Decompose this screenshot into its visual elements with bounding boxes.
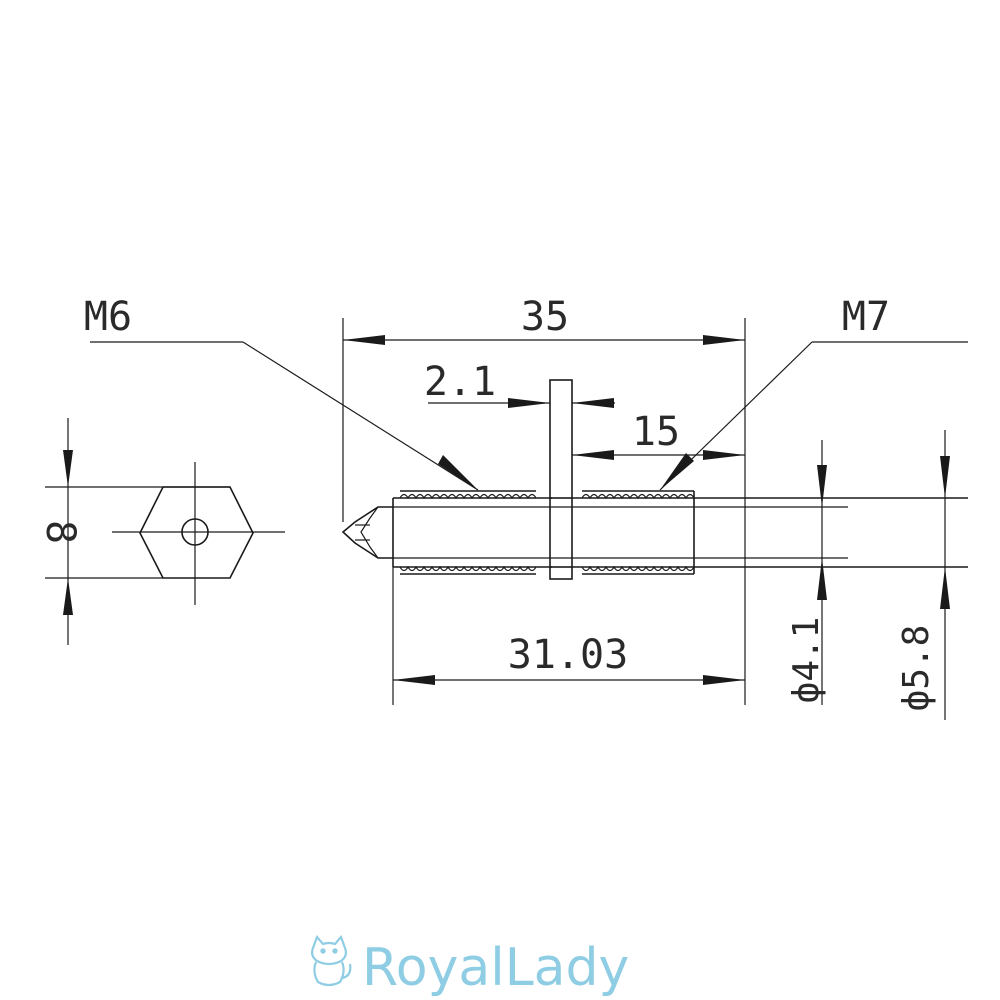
cat-icon (311, 934, 352, 987)
watermark: RoyalLady (311, 934, 629, 998)
dimension-15: 15 (572, 409, 745, 460)
total-length-label: 35 (521, 294, 569, 340)
dimension-outer-diameter: ф5.8 (896, 430, 950, 720)
dimension-inner-diameter: ф4.1 (786, 440, 827, 705)
leader-m6: M6 (84, 294, 479, 491)
m6-label: M6 (84, 294, 132, 340)
dimension-31-03: 31.03 (392, 567, 745, 705)
m7-label: M7 (842, 294, 890, 340)
dimension-35: 35 (342, 294, 746, 705)
outer-diameter-label: ф5.8 (896, 625, 937, 712)
dimension-2-1: 2.1 (424, 359, 615, 408)
hex-size-label: 8 (37, 520, 83, 544)
inner-diameter-label: ф4.1 (786, 617, 827, 704)
flange-width-label: 2.1 (424, 359, 496, 405)
body-length-label: 31.03 (508, 632, 628, 678)
nozzle-side-view (341, 379, 968, 580)
m7-thread-length-label: 15 (632, 409, 680, 455)
brand-name: RoyalLady (362, 938, 629, 998)
leader-m7: M7 (659, 294, 968, 491)
hex-end-view: 8 (37, 418, 285, 645)
